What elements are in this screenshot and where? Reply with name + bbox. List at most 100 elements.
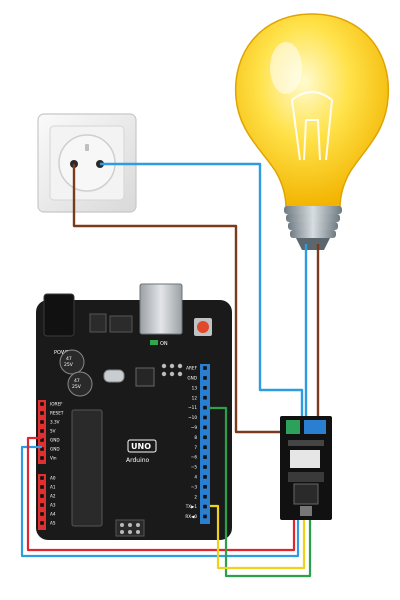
wire-green-d3 xyxy=(210,406,312,578)
pin-label: Vin xyxy=(50,456,57,461)
pin-label: RESET xyxy=(50,411,64,416)
reset-button[interactable] xyxy=(197,321,209,333)
pin-hole[interactable] xyxy=(40,402,44,406)
pin-label: 12 xyxy=(192,395,198,400)
pin-label: GND xyxy=(50,438,60,443)
on-label: ON xyxy=(160,341,168,347)
module-terminal-green xyxy=(286,420,300,434)
module-terminal-blue xyxy=(304,420,326,434)
svg-text:47: 47 xyxy=(74,378,80,384)
analog-pin-holes xyxy=(40,476,44,525)
wire-brown-socket-to-module xyxy=(72,164,286,434)
pin-label: A2 xyxy=(50,494,56,499)
pin-label: A4 xyxy=(50,512,56,517)
pin-label: A1 xyxy=(50,485,56,490)
socket-earth-pin xyxy=(85,144,89,151)
pin-hole[interactable] xyxy=(203,514,207,519)
bulb-glass xyxy=(234,13,390,209)
bulb-base xyxy=(284,206,342,250)
pin-hole[interactable] xyxy=(40,512,44,516)
pin-label: 3.3V xyxy=(50,420,60,425)
pin-label: ~9 xyxy=(191,425,198,430)
pin-hole[interactable] xyxy=(40,420,44,424)
capacitor-1: 47 25V xyxy=(59,349,85,375)
pin-hole[interactable] xyxy=(203,366,207,370)
pin-label: A5 xyxy=(50,521,56,526)
brand-label: Arduino xyxy=(126,457,150,464)
bulb-highlight xyxy=(270,42,302,94)
pin-label: TX▶1 xyxy=(185,504,198,509)
pin-hole[interactable] xyxy=(40,494,44,498)
svg-text:25V: 25V xyxy=(72,384,82,390)
wire-yellow-d2 xyxy=(210,504,306,570)
pin-label: A0 xyxy=(50,476,56,481)
pin-hole[interactable] xyxy=(203,504,207,509)
wire-red-5v xyxy=(26,436,296,552)
crystal xyxy=(103,369,125,383)
icsp-header-top xyxy=(161,363,183,377)
pin-label: RX◀0 xyxy=(185,514,197,519)
pin-hole[interactable] xyxy=(203,415,207,420)
pin-hole[interactable] xyxy=(203,405,207,410)
mains-wires xyxy=(72,162,320,434)
barrel-jack xyxy=(43,293,75,337)
pin-hole[interactable] xyxy=(203,475,207,479)
pin-label: ~10 xyxy=(188,415,197,420)
atmega-chip xyxy=(71,409,103,527)
pin-hole[interactable] xyxy=(203,485,207,489)
pin-hole[interactable] xyxy=(203,386,207,390)
pin-hole[interactable] xyxy=(203,494,207,499)
pin-label: AREF xyxy=(186,366,197,371)
pin-hole[interactable] xyxy=(203,465,207,469)
pin-hole[interactable] xyxy=(40,521,44,525)
signal-wires xyxy=(20,406,312,578)
pin-hole[interactable] xyxy=(40,438,44,442)
pin-hole[interactable] xyxy=(40,447,44,451)
pin-hole[interactable] xyxy=(40,411,44,415)
pin-label: 8 xyxy=(194,435,197,440)
icsp-header-bottom xyxy=(115,519,145,537)
pin-hole[interactable] xyxy=(203,435,207,440)
pin-hole[interactable] xyxy=(40,476,44,480)
pin-label: 13 xyxy=(192,385,198,390)
module-triac xyxy=(293,483,319,505)
capacitor-2: 47 25V xyxy=(67,371,93,397)
wire-blue-socket-to-bulb xyxy=(100,162,304,425)
arduino-board: POWER 47 25V 47 25V ON UNO Arduino xyxy=(36,283,232,540)
pin-label: 7 xyxy=(194,445,197,450)
pin-label: 5V xyxy=(50,429,56,434)
pin-label: ~5 xyxy=(191,465,198,470)
pin-label: 4 xyxy=(194,475,197,480)
pin-hole[interactable] xyxy=(203,425,207,430)
pin-label: ~3 xyxy=(191,484,198,489)
digital-pin-holes xyxy=(203,366,207,519)
pin-hole[interactable] xyxy=(203,395,207,400)
ac-dimmer-module xyxy=(280,416,332,520)
pin-label: 2 xyxy=(194,494,197,499)
pin-hole[interactable] xyxy=(40,503,44,507)
pin-hole[interactable] xyxy=(203,455,207,459)
svg-text:UNO: UNO xyxy=(131,442,151,451)
pin-hole[interactable] xyxy=(203,445,207,449)
pin-label: GND xyxy=(50,447,60,452)
arduino-logo: UNO Arduino xyxy=(126,439,157,464)
pin-hole[interactable] xyxy=(203,376,207,380)
analog-header[interactable] xyxy=(38,474,46,530)
power-pin-holes xyxy=(40,402,44,460)
pin-hole[interactable] xyxy=(40,429,44,433)
svg-text:47: 47 xyxy=(66,356,72,362)
usb-chip xyxy=(135,367,155,387)
pin-label: IOREF xyxy=(50,402,63,407)
module-optocoupler xyxy=(290,450,320,468)
pin-hole[interactable] xyxy=(40,456,44,460)
digital-header[interactable] xyxy=(200,364,210,524)
usb-port xyxy=(139,283,183,335)
bulb-filament xyxy=(291,91,333,161)
pin-label: A3 xyxy=(50,503,56,508)
pin-hole[interactable] xyxy=(40,485,44,489)
svg-text:25V: 25V xyxy=(64,362,74,368)
power-pin-labels: IOREF RESET 3.3V 5V GND GND Vin xyxy=(50,402,64,461)
